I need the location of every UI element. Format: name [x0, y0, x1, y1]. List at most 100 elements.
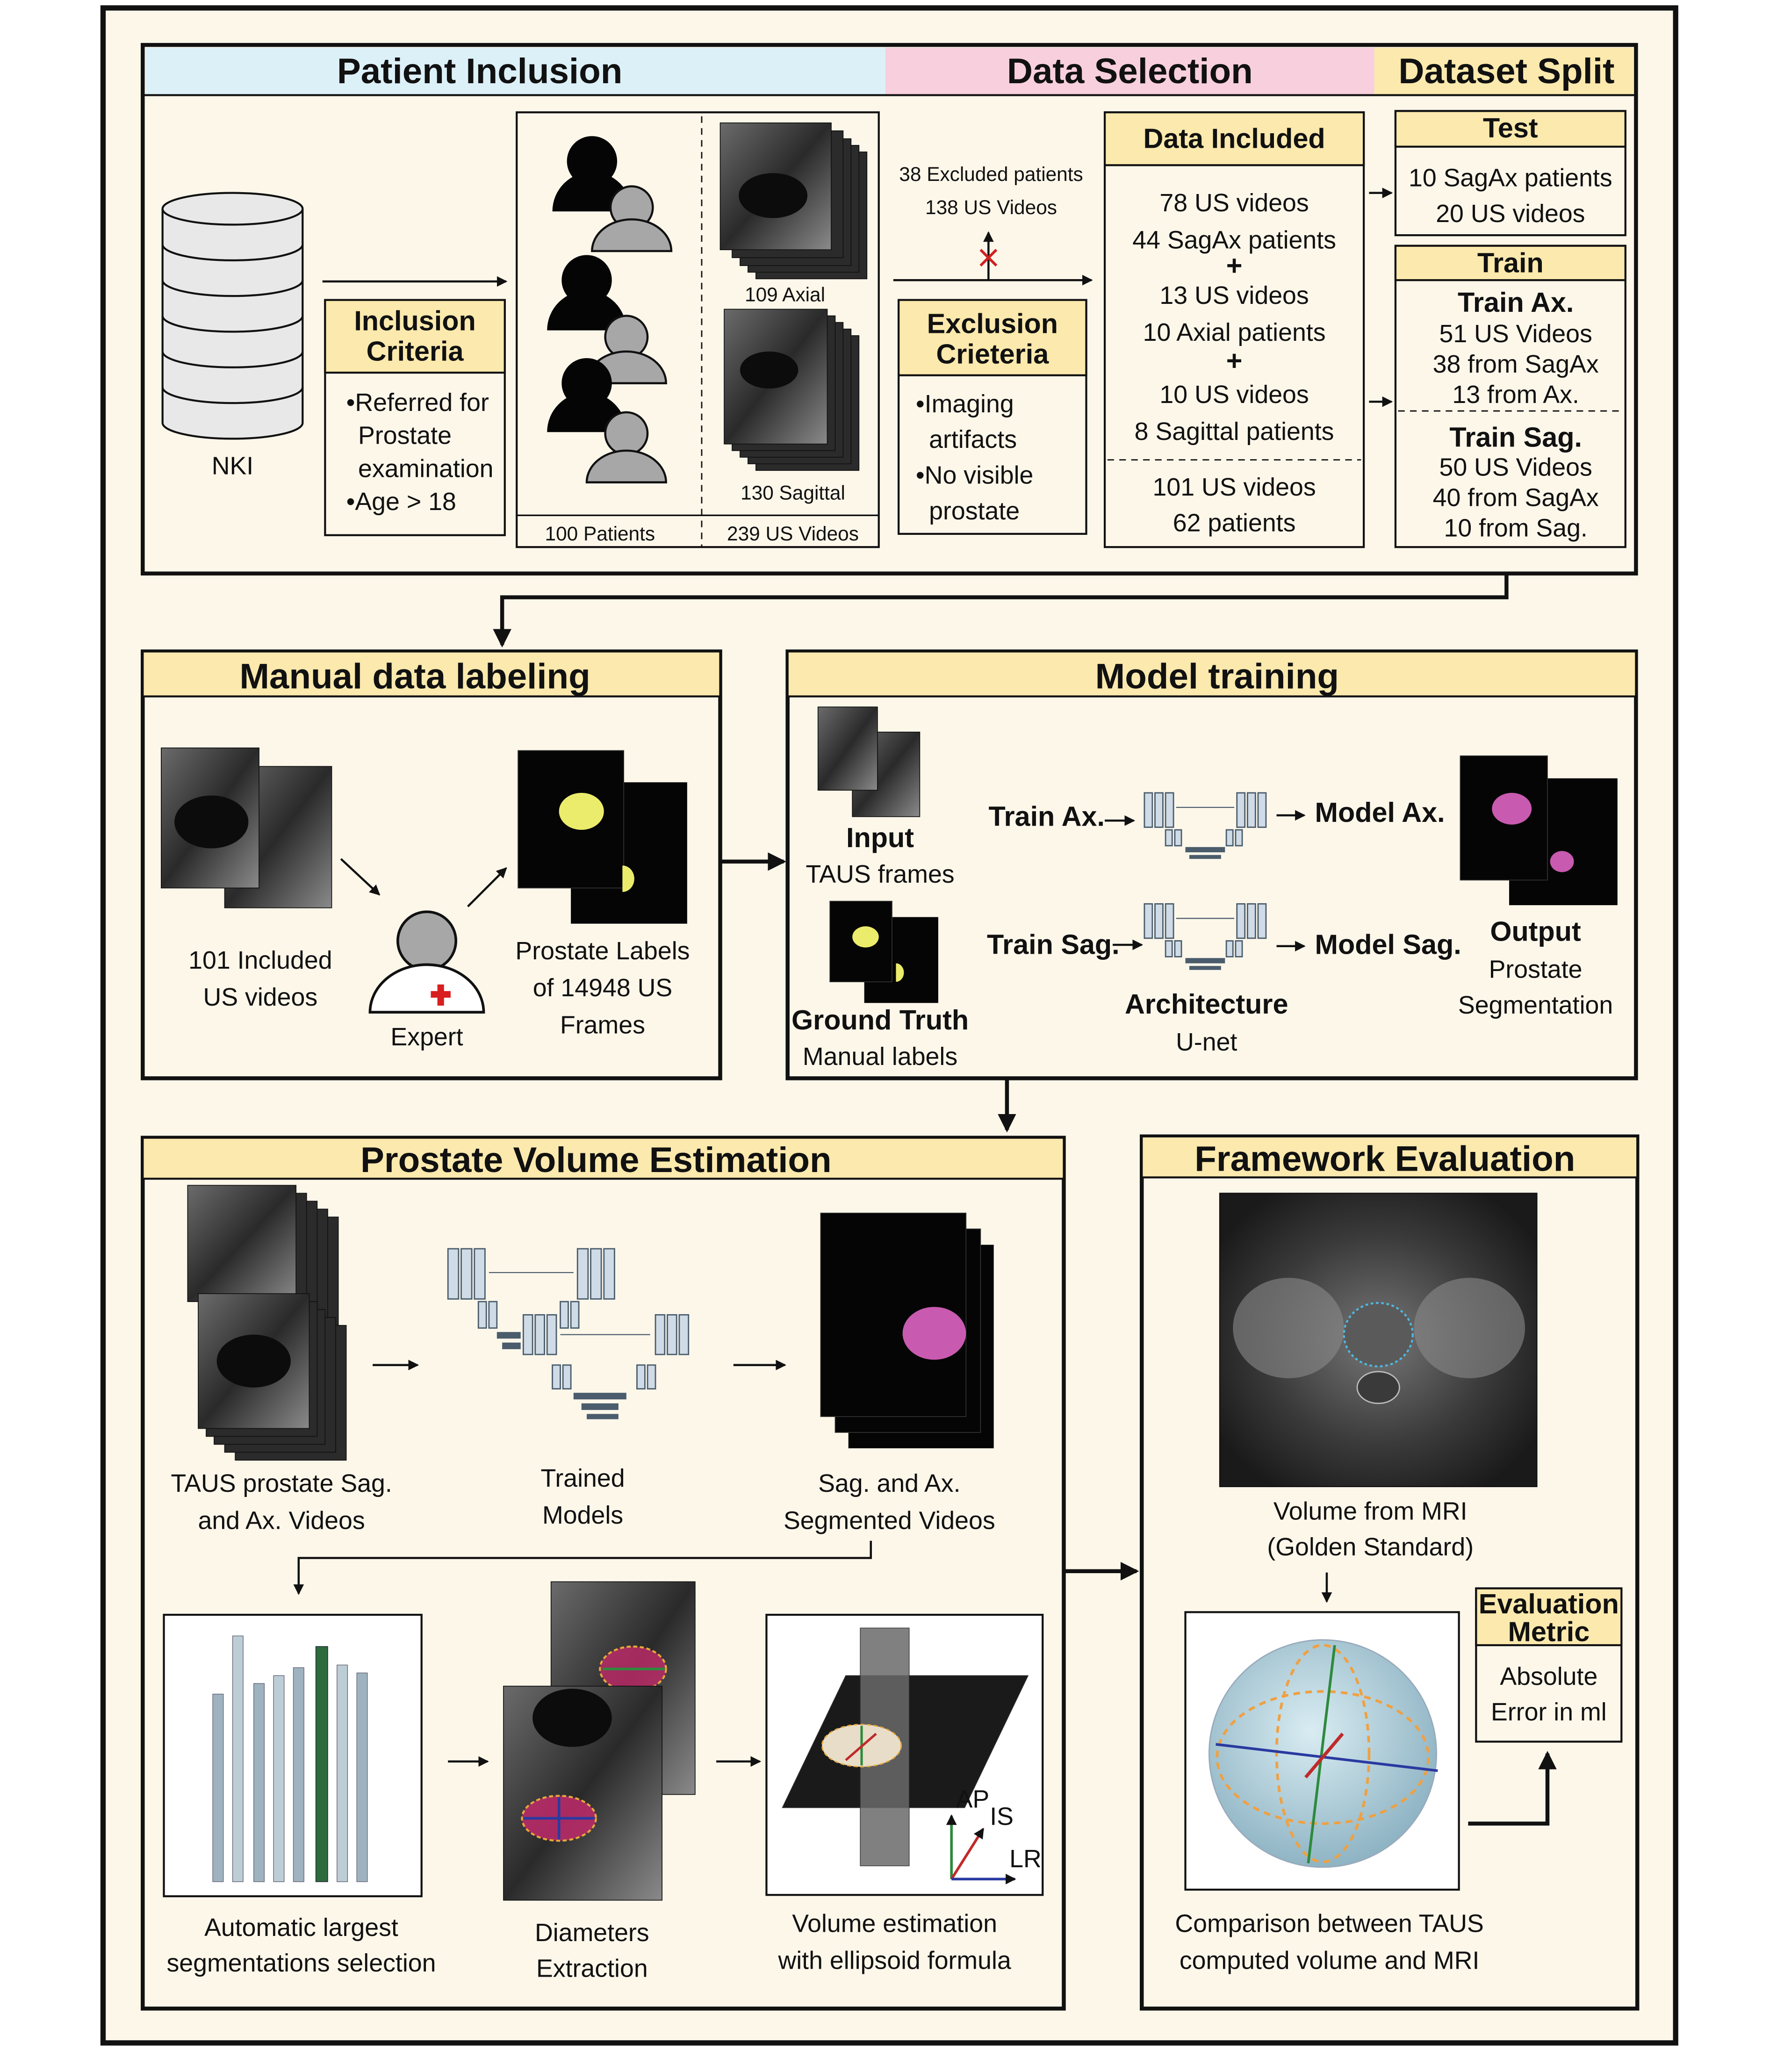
- volume-estimation-section: Prostate Volume Estimation TAUS prostate…: [141, 1136, 1066, 2011]
- auto-selection-caption: segmentations selection: [166, 1949, 436, 1977]
- comparison-caption: Comparison between TAUS: [1175, 1909, 1484, 1937]
- output-title: Output: [1490, 915, 1581, 947]
- volume-caption: Volume estimation: [792, 1909, 997, 1937]
- evaluation-metric-box: Evaluation Metric Absolute Error in ml: [1475, 1587, 1623, 1743]
- taus-videos-caption: and Ax. Videos: [198, 1506, 365, 1534]
- nki-label: NKI: [212, 452, 254, 480]
- manual-labeling-title: Manual data labeling: [239, 657, 590, 697]
- inclusion-item: •Age > 18: [346, 488, 456, 516]
- train-sag-title: Train Sag.: [1449, 421, 1582, 453]
- data-included-title: Data Included: [1144, 123, 1325, 154]
- volume-estimation-title: Prostate Volume Estimation: [360, 1140, 832, 1180]
- manual-labeling-section: Manual data labeling 101 Included US vid…: [141, 649, 722, 1080]
- volume-comparison-icon: [1184, 1611, 1460, 1891]
- included-videos-label: 101 Included: [188, 946, 332, 974]
- exclusion-criteria-box: Exclusion Crieteria •Imaging artifacts •…: [898, 299, 1087, 535]
- volume-estimation-icon: [765, 1613, 1044, 1896]
- trained-models-caption: Models: [542, 1501, 623, 1529]
- segmented-videos-icon: [820, 1212, 994, 1448]
- input-subtitle: TAUS frames: [806, 860, 954, 888]
- label-masks-icon: [518, 750, 687, 924]
- model-sag-label: Model Sag.: [1315, 929, 1461, 960]
- exclusion-title-2: Crieteria: [936, 338, 1049, 369]
- train-title: Train: [1477, 247, 1544, 278]
- taus-video-stacks: [187, 1185, 347, 1461]
- included-line: 13 US videos: [1159, 281, 1309, 309]
- inclusion-title-2: Criteria: [367, 336, 464, 367]
- patient-inclusion-header: [145, 47, 885, 95]
- excluded-x-icon: [979, 249, 998, 267]
- output-masks-icon: [1460, 755, 1618, 906]
- mri-caption: Volume from MRI: [1273, 1497, 1467, 1525]
- expert-label: Expert: [390, 1023, 463, 1051]
- exclusion-item: artifacts: [929, 425, 1017, 453]
- included-plus: +: [1226, 250, 1243, 281]
- exclusion-title-1: Exclusion: [927, 308, 1058, 339]
- dataset-split-header: [1374, 47, 1633, 95]
- expert-icon: [368, 910, 485, 1014]
- test-box: Test 10 SagAx patients 20 US videos: [1394, 110, 1626, 237]
- excluded-videos: 138 US Videos: [925, 196, 1057, 218]
- axial-count: 109 Axial: [745, 283, 825, 305]
- included-line: 78 US videos: [1159, 189, 1309, 217]
- included-line: 44 SagAx patients: [1132, 226, 1336, 254]
- included-line: 10 US videos: [1159, 381, 1309, 409]
- train-sag-line: 40 from SagAx: [1433, 484, 1599, 512]
- excluded-patients: 38 Excluded patients: [899, 163, 1083, 185]
- exclusion-item: prostate: [929, 497, 1020, 525]
- ground-truth-subtitle: Manual labels: [803, 1043, 957, 1071]
- axial-video-stack: [719, 122, 868, 280]
- trained-models-icon: [447, 1248, 690, 1419]
- included-total: 62 patients: [1173, 509, 1296, 537]
- sagittal-count: 130 Sagittal: [741, 482, 845, 504]
- train-box: Train Train Ax. 51 US Videos 38 from Sag…: [1394, 245, 1626, 548]
- input-frames-icon: [817, 706, 921, 817]
- metric-title: Evaluation: [1479, 1588, 1619, 1619]
- axis-lr-label: LR: [1009, 1845, 1042, 1873]
- metric-body: Error in ml: [1491, 1698, 1607, 1726]
- architecture-title: Architecture: [1125, 988, 1288, 1020]
- patients-videos-box: 100 Patients 239 US Videos: [516, 111, 880, 548]
- train-ax-line: 13 from Ax.: [1452, 381, 1579, 409]
- included-line: 10 Axial patients: [1143, 318, 1326, 346]
- patient-inclusion-title: Patient Inclusion: [337, 51, 622, 91]
- unet-icon-sag: [1144, 903, 1267, 970]
- patients-count: 100 Patients: [545, 523, 655, 545]
- ground-truth-title: Ground Truth: [791, 1004, 969, 1036]
- framework-evaluation-title: Framework Evaluation: [1194, 1139, 1575, 1179]
- us-frames-icon: [161, 747, 332, 908]
- dataset-split-title: Dataset Split: [1398, 51, 1614, 91]
- included-line: 8 Sagittal patients: [1135, 417, 1334, 446]
- segmented-videos-caption: Segmented Videos: [784, 1506, 995, 1534]
- train-ax-line: 51 US Videos: [1439, 320, 1592, 348]
- taus-videos-caption: TAUS prostate Sag.: [171, 1469, 392, 1497]
- data-selection-header: [885, 47, 1374, 95]
- inclusion-item: examination: [358, 454, 494, 482]
- trained-models-caption: Trained: [541, 1464, 625, 1492]
- patient-group-icon: [547, 136, 673, 483]
- database-icon: [161, 192, 304, 440]
- inclusion-title-1: Inclusion: [354, 305, 475, 337]
- diameters-extraction-icon: [503, 1581, 696, 1901]
- model-training-title: Model training: [1095, 657, 1339, 697]
- output-subtitle: Prostate: [1489, 956, 1583, 984]
- largest-segmentation-selection-icon: [163, 1613, 423, 1898]
- metric-body: Absolute: [1500, 1662, 1597, 1691]
- prostate-labels-caption: of 14948 US: [533, 974, 672, 1002]
- inclusion-item: Prostate: [358, 422, 452, 450]
- output-subtitle: Segmentation: [1458, 991, 1613, 1019]
- inclusion-criteria-box: Inclusion Criteria •Referred for Prostat…: [324, 299, 506, 536]
- volume-caption: with ellipsoid formula: [777, 1947, 1011, 1975]
- test-line: 10 SagAx patients: [1409, 164, 1612, 192]
- included-total: 101 US videos: [1153, 473, 1316, 501]
- mri-caption: (Golden Standard): [1267, 1533, 1474, 1561]
- segmented-videos-caption: Sag. and Ax.: [818, 1469, 960, 1497]
- mri-image: [1219, 1193, 1538, 1487]
- train-ax-line: 38 from SagAx: [1433, 350, 1599, 378]
- videos-count: 239 US Videos: [727, 523, 859, 545]
- framework-evaluation-section: Framework Evaluation Volume from MRI (Go…: [1140, 1134, 1640, 2011]
- top-section: Patient Inclusion Data Selection Dataset…: [141, 43, 1638, 576]
- axis-ap-label: AP: [956, 1785, 990, 1813]
- comparison-caption: computed volume and MRI: [1180, 1947, 1480, 1975]
- train-ax-label: Train Ax.: [988, 801, 1104, 832]
